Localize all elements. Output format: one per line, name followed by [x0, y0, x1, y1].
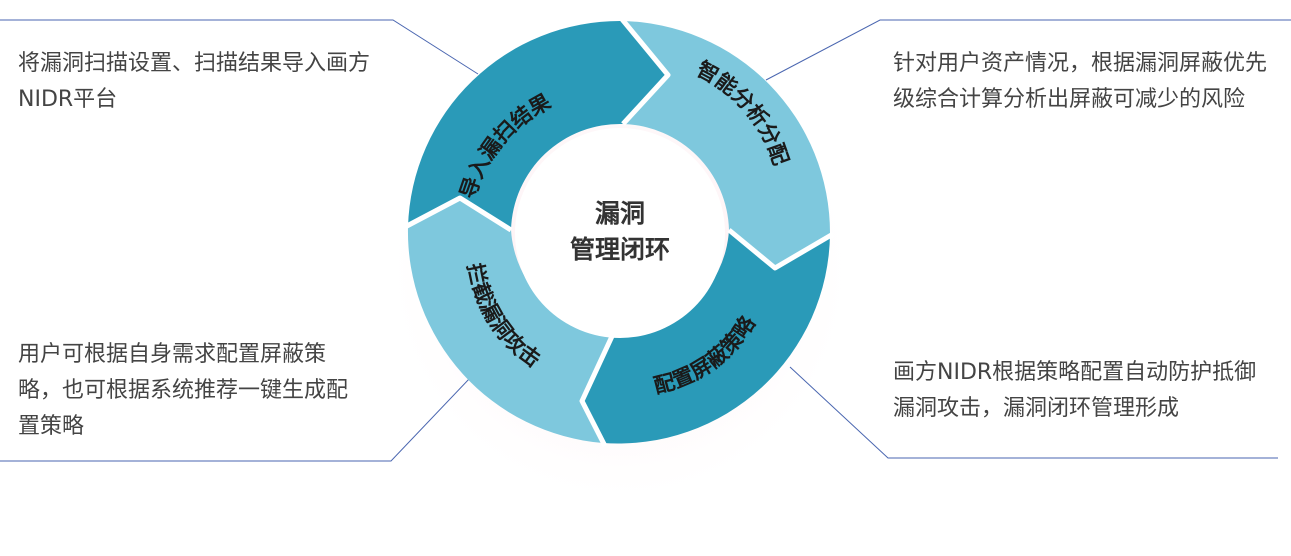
description-top-left: 将漏洞扫描设置、扫描结果导入画方NIDR平台	[18, 51, 371, 112]
center-title-line1: 漏洞	[595, 199, 645, 228]
connector-bottom-left	[0, 377, 471, 462]
segment-intercept	[407, 198, 614, 443]
description-top-right: 针对用户资产情况，根据漏洞屏蔽优先级综合计算分析出屏蔽可减少的风险	[893, 51, 1268, 112]
segment-analyze	[621, 21, 831, 268]
description-bottom-right: 画方NIDR根据策略配置自动防护抵御漏洞攻击，漏洞闭环管理形成	[893, 360, 1257, 421]
segment-import	[408, 20, 668, 231]
connector-lines	[0, 19, 1291, 462]
connector-top-right	[765, 19, 1291, 81]
center-title-line2: 管理闭环	[570, 235, 670, 264]
segment-gaps	[403, 16, 835, 448]
connector-top-left	[0, 19, 479, 75]
segment-config	[582, 230, 830, 444]
connector-bottom-right	[789, 366, 1278, 459]
description-bottom-left: 用户可根据自身需求配置屏蔽策略，也可根据系统推荐一键生成配置策略	[18, 342, 349, 439]
center-circle	[515, 128, 725, 338]
